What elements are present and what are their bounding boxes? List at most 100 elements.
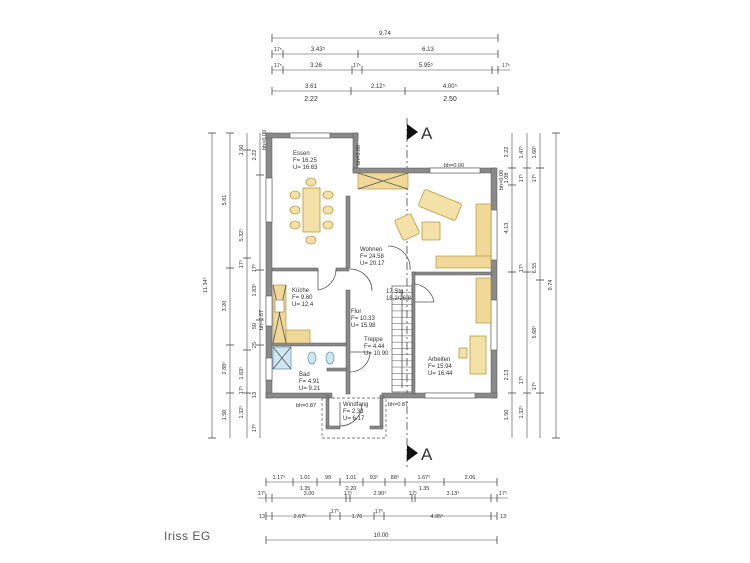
room-treppe-perimeter: U= 10.90 — [364, 351, 389, 357]
room-kueche-name: Küche — [292, 288, 310, 294]
dim-top-overall: 9.74 — [379, 31, 391, 37]
dim-bottom-r3-5: 3.13⁵ — [447, 490, 460, 497]
dim-right-c3-1: 17⁵ — [531, 174, 538, 182]
dim-bottom-r3-6: 17⁵ — [499, 490, 507, 497]
room-windfang-perimeter: U= 6.17 — [343, 416, 365, 422]
room-wohnen-name: Wohnen — [360, 247, 382, 253]
staircase — [391, 285, 413, 393]
dim-top-r3-2: 17⁵ — [353, 63, 361, 69]
top-dimension-chain: 9.74 17⁵ 3.43⁵ 6.13 17⁵ 3.26 17⁵ 5.95⁵ 1… — [271, 31, 510, 103]
dim-right-c3-2: 6.55 — [532, 263, 538, 274]
dim-right-c2-0: 1.47⁵ — [518, 146, 525, 159]
bh-label-4: bh=0.87 — [296, 403, 316, 409]
dim-top-r2-2: 6.13 — [422, 47, 434, 53]
dim-bottom-r1-5: 88⁵ — [391, 474, 399, 481]
dim-bottom-r2-0: 1.35 — [300, 486, 311, 492]
dim-bottom-r3-3: 2.90⁵ — [374, 490, 387, 497]
dim-left-c3-0: 1.50 — [239, 145, 245, 156]
dim-left-c3-3: 1.63⁵ — [238, 367, 245, 380]
right-dimension-chain: 2.22 1.08 4.13 2.13 1.50 1.47⁵ 17⁵ 17⁵ 1… — [504, 132, 560, 439]
room-arbeiten-perimeter: U= 16.44 — [428, 371, 453, 377]
dim-right-overall: 9.74 — [548, 280, 554, 291]
room-treppe: Treppe F= 4.44 U= 10.90 — [364, 337, 389, 357]
dim-right-c3-4: 17⁵ — [531, 382, 538, 390]
dim-left-c4-4: 25 — [252, 342, 258, 348]
sofa-group — [394, 189, 492, 269]
dim-top-r2-1: 3.43⁵ — [311, 46, 326, 53]
bathroom-fixtures — [272, 346, 335, 370]
dim-left-c4-3: 50 — [252, 323, 258, 329]
stair-count: 17 Stg — [386, 289, 403, 295]
section-label-bottom: A — [421, 445, 433, 464]
dim-bottom-r4-2: 17⁵ — [331, 508, 339, 515]
dim-top-r4-2: 4.00⁵ — [443, 83, 458, 90]
room-bad-area: F= 4.91 — [299, 379, 320, 385]
dim-left-c2-1: 3.20 — [222, 301, 228, 312]
dim-left-c4-6: 17⁵ — [251, 424, 258, 432]
dim-top-r2-0: 17⁵ — [274, 47, 282, 53]
dim-left-c2-3: 1.50 — [222, 410, 228, 421]
dim-top-r5-1: 2.50 — [443, 96, 457, 103]
room-windfang: Windfang F= 2.33 U= 6.17 — [343, 402, 368, 422]
dim-right-c1-4: 1.50 — [504, 410, 510, 421]
dim-bottom-r4-3: 1.76 — [352, 514, 363, 520]
room-bad: Bad F= 4.91 U= 9.21 — [299, 372, 321, 392]
room-windfang-name: Windfang — [343, 402, 368, 408]
dim-left-c4-0: 2.22 — [252, 150, 258, 161]
dim-bottom-r4-4: 17⁵ — [375, 508, 383, 515]
dim-left-c2-2: 2.88⁵ — [221, 362, 228, 375]
furniture — [272, 172, 492, 375]
dim-left-overall: 11.34⁵ — [202, 277, 209, 293]
dim-right-c2-3: 17⁵ — [518, 376, 525, 384]
dim-top-r4-1: 2.12⁵ — [371, 83, 386, 90]
room-arbeiten-name: Arbeiten — [428, 357, 450, 363]
section-arrow-bottom-icon — [407, 445, 418, 461]
dim-bottom-r1-0: 1.17⁵ — [273, 474, 286, 481]
dim-left-c4-2: 1.83⁵ — [251, 284, 258, 297]
study-furniture — [458, 277, 492, 375]
dining-table — [302, 187, 321, 233]
kitchen-counter — [272, 284, 311, 344]
bh-label-1: bh=0.00 — [444, 163, 464, 169]
dim-left-c3-1: 5.32⁵ — [238, 229, 245, 242]
room-essen-name: Essen — [293, 151, 310, 157]
section-label-top: A — [421, 124, 433, 143]
dim-bottom-r3-1: 3.00 — [304, 491, 315, 497]
dim-left-c3-4: 17⁵ — [238, 386, 245, 394]
dim-left-c3-5: 1.32⁵ — [238, 406, 245, 419]
dim-bottom-r1-4: 93⁵ — [370, 474, 378, 481]
room-wohnen: Wohnen F= 24.58 U= 20.17 — [360, 247, 385, 267]
room-treppe-name: Treppe — [364, 337, 383, 343]
dim-right-c1-3: 2.13 — [504, 370, 510, 381]
dim-right-c2-1: 17⁵ — [518, 174, 525, 182]
dim-bottom-r4-5: 4.95⁵ — [431, 513, 444, 520]
room-bad-perimeter: U= 9.21 — [299, 386, 321, 392]
plan-caption: Iriss EG — [164, 529, 211, 543]
room-flur-perimeter: U= 15.98 — [351, 323, 376, 329]
bottom-dimension-chain: 1.17⁵ 1.01 99 1.01 93⁵ 88⁵ 1.67⁵ 2.06 1.… — [258, 474, 508, 544]
dim-top-r3-1: 3.26 — [310, 63, 322, 69]
bh-label-2: bh=0.00 — [262, 130, 268, 150]
room-treppe-area: F= 4.44 — [364, 344, 385, 350]
dim-top-r4-0: 3.61 — [305, 84, 317, 90]
dim-right-c2-4: 1.32⁵ — [518, 406, 525, 419]
doors — [317, 245, 435, 427]
room-kueche-perimeter: U= 12.4 — [292, 302, 314, 308]
section-axis: A A — [406, 118, 433, 468]
dim-right-c3-0: 1.60⁵ — [531, 146, 538, 159]
dim-bottom-r1-3: 1.01 — [346, 475, 357, 481]
dim-bottom-r4-0: 13 — [259, 514, 265, 520]
room-wohnen-perimeter: U= 20.17 — [360, 261, 385, 267]
dim-right-c2-2: 17⁵ — [518, 264, 525, 272]
dim-bottom-r4-1: 2.67⁵ — [294, 513, 307, 520]
dim-top-r3-3: 5.95⁵ — [419, 62, 434, 69]
dim-left-c3-2: 17⁵ — [238, 260, 245, 268]
dim-top-r3-0: 17⁵ — [274, 63, 282, 69]
room-kueche: Küche F= 9.60 U= 12.4 — [292, 288, 314, 308]
room-arbeiten-area: F= 15.94 — [428, 364, 453, 370]
dim-right-c1-1: 1.08 — [504, 173, 510, 184]
dim-bottom-r2-1: 2.20 — [346, 486, 357, 492]
dim-bottom-r3-2: 17⁵ — [344, 490, 352, 497]
dim-bottom-r1-7: 2.06 — [465, 475, 476, 481]
dim-bottom-overall: 10.00 — [373, 533, 389, 539]
